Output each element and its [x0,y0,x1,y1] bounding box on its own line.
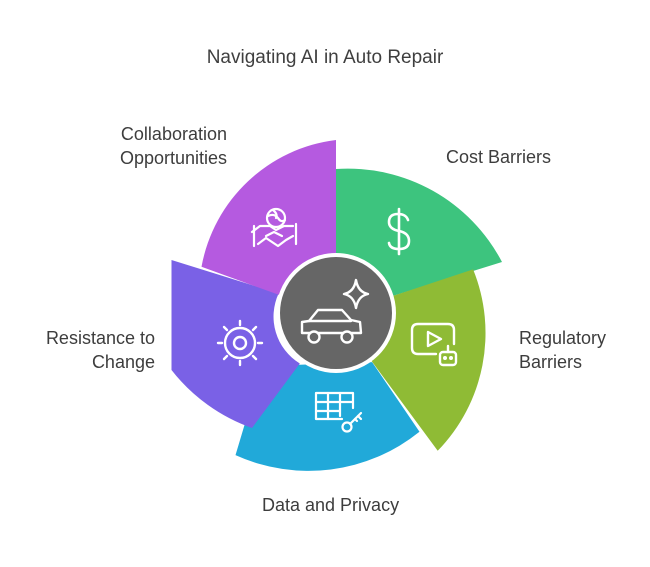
label-regulatory-barriers: Regulatory Barriers [519,326,606,374]
label-line: Data and Privacy [262,495,400,515]
label-collaboration-opportunities: Collaboration Opportunities [120,122,227,170]
label-resistance-to-change: Resistance to Change [46,326,155,374]
segment-resistance [171,260,300,428]
segment-collaboration [201,140,336,296]
diagram-title: Navigating AI in Auto Repair [206,47,444,68]
label-line: Collaboration [120,124,227,144]
handshake-icon [250,207,298,248]
sparkle-icon [342,278,370,310]
play-button-icon [410,322,458,367]
center-circle [276,253,396,373]
label-data-and-privacy: Data and Privacy [262,493,399,517]
table-key-icon [314,391,363,433]
gear-icon [216,319,264,367]
label-line: Regulatory [519,328,607,348]
label-line: Barriers [519,352,583,372]
dollar-icon [387,207,411,256]
segment-regulatory [369,269,486,451]
label-line: Cost Barriers [446,147,552,167]
label-line: Change [91,352,155,372]
label-cost-barriers: Cost Barriers [446,145,551,169]
label-line: Opportunities [119,148,227,168]
label-line: Resistance to [45,328,155,348]
car-icon [300,308,363,344]
segment-cost [336,168,502,298]
